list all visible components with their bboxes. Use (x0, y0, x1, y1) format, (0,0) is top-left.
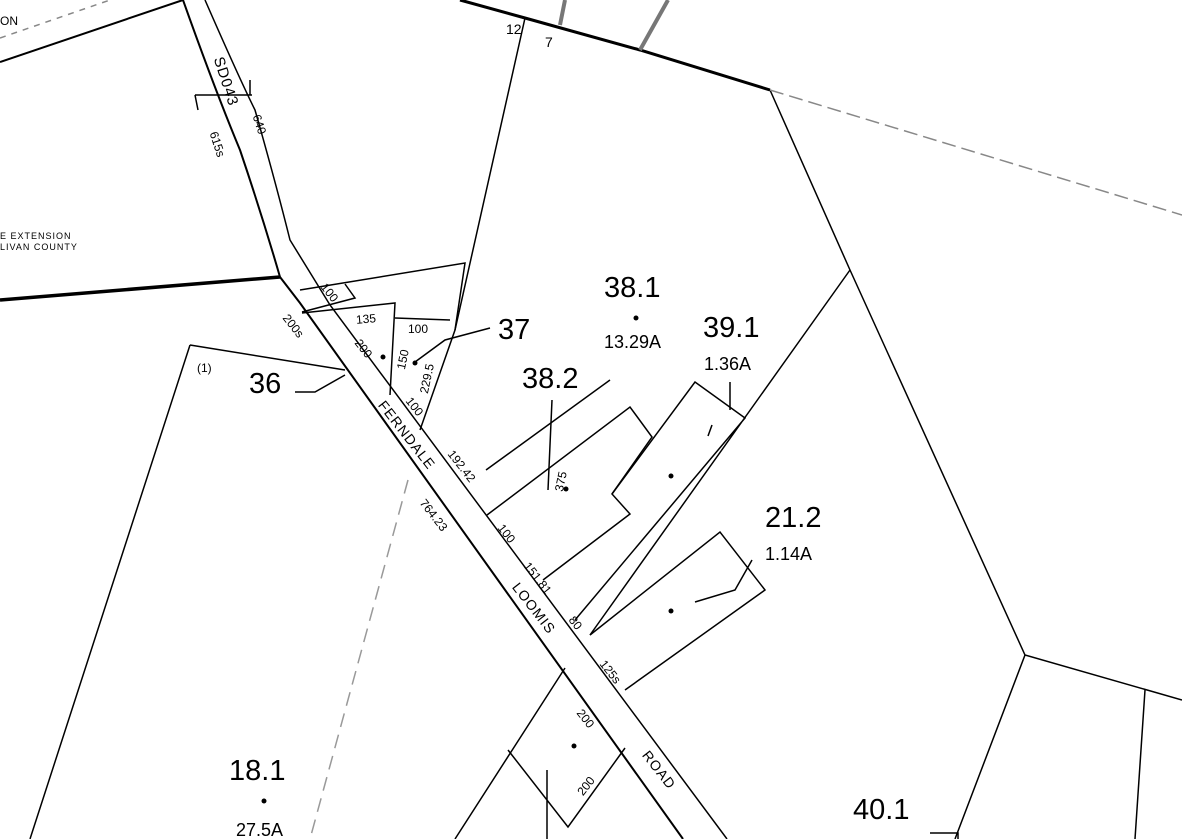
parcel-40-1-label[interactable]: 40.1 (853, 794, 910, 826)
road-east-edge (204, 0, 728, 839)
boundary-line (0, 0, 184, 63)
top-road (459, 0, 771, 92)
boundary-text: LIVAN COUNTY (0, 242, 78, 252)
parcel-39-1-area: 1.36A (704, 354, 752, 374)
parcel-38-1-area: 13.29A (604, 332, 662, 352)
centroid-dot (563, 486, 569, 492)
parcel-38-2-label[interactable]: 38.2 (522, 363, 579, 395)
dashed-line (309, 479, 409, 839)
boundary-text: E EXTENSION (0, 231, 72, 241)
parcel-37-label[interactable]: 37 (498, 314, 531, 346)
top-parcel (558, 0, 670, 51)
section-number: 7 (545, 34, 553, 50)
east-boundary (769, 89, 1182, 701)
centroid-dot (668, 473, 674, 479)
parcel-21-2-label[interactable]: 21.2 (765, 502, 822, 534)
road-west-edge (182, 0, 684, 839)
dashed-boundary (0, 0, 111, 39)
thick-boundary (0, 275, 281, 302)
dimension-label: 135 (355, 311, 377, 327)
centroid-dot (571, 743, 577, 749)
parcel-18-1-label[interactable]: 18.1 (229, 755, 286, 787)
dimension-label: 100 (408, 322, 429, 336)
centroid-dot (261, 798, 267, 804)
parcel-18-1-area: 27.5A (236, 820, 284, 839)
parcel-21-2-area: 1.14A (765, 544, 813, 564)
parcel-centroids (261, 315, 674, 804)
parcel-39-1-label[interactable]: 39.1 (703, 312, 760, 344)
centroid-dot (412, 360, 418, 366)
dashed-east (769, 89, 1182, 216)
section-number: 12 (506, 21, 522, 37)
centroid-dot (380, 354, 386, 360)
40.1-bracket (930, 832, 959, 839)
centroid-dot (668, 608, 674, 614)
parcel-38-1-label[interactable]: 38.1 (604, 272, 661, 304)
boundary-text: ON (0, 14, 18, 28)
centroid-dot (633, 315, 639, 321)
lot-number: (1) (197, 361, 212, 375)
parcel-36-label[interactable]: 36 (249, 368, 282, 400)
sd-tick (194, 80, 252, 111)
